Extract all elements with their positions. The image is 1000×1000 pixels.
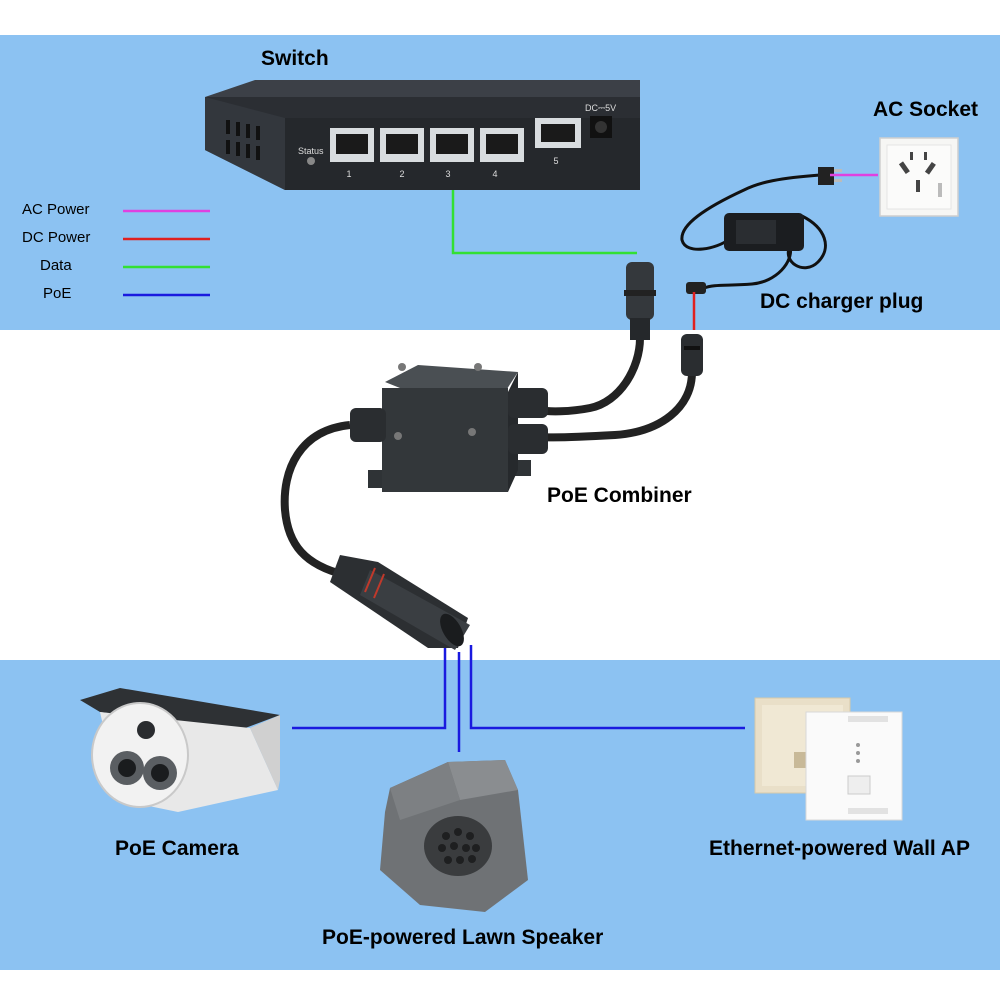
dc-inlet-connector bbox=[681, 334, 703, 376]
status-text: Status bbox=[298, 146, 324, 156]
dc-charger-label: DC charger plug bbox=[760, 290, 924, 313]
dc-5v-text: DC⎓5V bbox=[585, 103, 616, 113]
legend-dc-power-label: DC Power bbox=[22, 229, 91, 246]
status-led bbox=[307, 157, 315, 165]
ac-socket bbox=[879, 137, 959, 217]
dc-charger bbox=[680, 167, 842, 294]
port-2 bbox=[380, 128, 424, 162]
rj45-inlet-connector bbox=[624, 262, 656, 340]
port-number-2: 2 bbox=[399, 169, 404, 179]
rj45-outlet-connector bbox=[330, 555, 470, 650]
port-5 bbox=[535, 118, 581, 148]
port-number-1: 1 bbox=[346, 169, 351, 179]
lawn-speaker-label: PoE-powered Lawn Speaker bbox=[322, 926, 604, 949]
poe-camera-label: PoE Camera bbox=[115, 837, 239, 860]
switch-label: Switch bbox=[261, 47, 329, 70]
legend-poe-label: PoE bbox=[43, 285, 72, 302]
legend-swatches bbox=[123, 209, 210, 297]
switch-vents bbox=[226, 120, 260, 160]
port-number-5: 5 bbox=[553, 156, 558, 166]
network-switch: Status DC⎓5V 1 2 3 4 5 bbox=[205, 80, 640, 190]
poe-combiner-label: PoE Combiner bbox=[547, 484, 692, 507]
legend-data-label: Data bbox=[40, 257, 72, 274]
ac-socket-label: AC Socket bbox=[873, 98, 979, 121]
port-4 bbox=[480, 128, 524, 162]
wall-ap bbox=[754, 697, 903, 821]
poe-camera bbox=[80, 688, 280, 812]
port-3 bbox=[430, 128, 474, 162]
port-number-4: 4 bbox=[492, 169, 497, 179]
port-1 bbox=[330, 128, 374, 162]
data-line bbox=[451, 190, 637, 255]
lawn-speaker bbox=[380, 760, 528, 912]
poe-lines bbox=[292, 645, 745, 752]
wall-ap-label: Ethernet-powered Wall AP bbox=[709, 837, 970, 860]
poe-combiner bbox=[280, 262, 703, 650]
legend-ac-power-label: AC Power bbox=[22, 201, 90, 218]
port-number-3: 3 bbox=[445, 169, 450, 179]
